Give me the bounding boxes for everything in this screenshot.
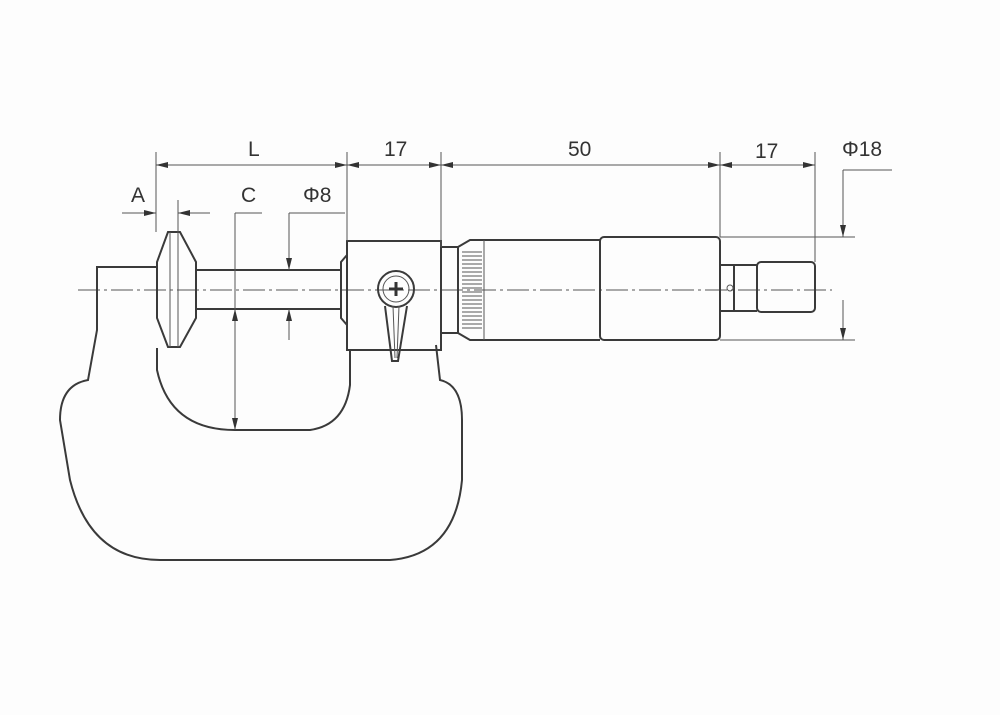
spindle (196, 269, 342, 310)
label-17-right: 17 (755, 140, 779, 163)
label-A: A (131, 184, 146, 207)
label-C: C (241, 184, 257, 207)
thimble (457, 239, 600, 341)
dimension-lines (122, 162, 846, 430)
label-phi8: Φ8 (303, 184, 332, 207)
lock-knob (377, 270, 415, 362)
anvil-disc (156, 231, 197, 348)
frame (58, 266, 463, 561)
label-50: 50 (568, 138, 592, 161)
collar (440, 246, 459, 334)
label-17-left: 17 (384, 138, 408, 161)
knurled-grip (599, 236, 721, 341)
label-L: L (248, 138, 260, 161)
thimble-graduations (462, 251, 482, 329)
ratchet-knob (756, 261, 816, 313)
ratchet-neck (720, 264, 757, 312)
label-phi18: Φ18 (842, 138, 883, 161)
